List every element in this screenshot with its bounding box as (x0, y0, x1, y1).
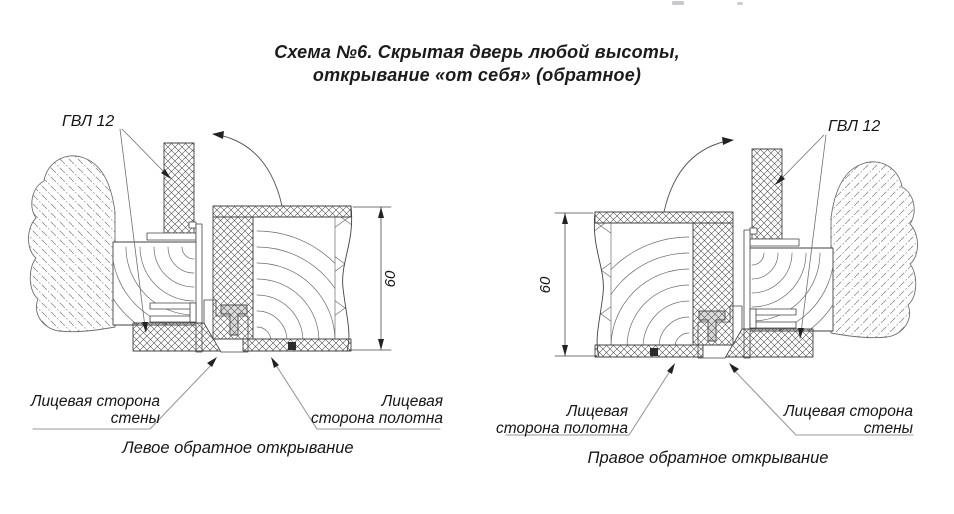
caption-right: Правое обратное открывание (588, 449, 829, 467)
right-diagram-labels: ГВЛ 12 60 Лицевая сторона полотна Лицева… (496, 118, 914, 467)
dimension-value-left: 60 (382, 270, 399, 287)
top-edge-artifact (672, 1, 743, 5)
leaf-face-label-right-line2: сторона полотна (496, 420, 628, 437)
leaf-edge-band (212, 216, 254, 340)
wall-face-leader (32, 357, 217, 430)
dimension-line (348, 206, 392, 351)
caption-left: Левое обратное открывание (121, 439, 353, 457)
swing-arc (212, 131, 283, 207)
drawing-title-line1: Схема №6. Скрытая дверь любой высоты, (274, 42, 680, 62)
wall-face-label-right-line1: Лицевая сторона (783, 403, 914, 420)
honeycomb-core (335, 217, 352, 339)
gvl-label-left: ГВЛ 12 (62, 113, 114, 130)
wall-face-label-left-line1: Лицевая сторона (30, 393, 161, 410)
door-section-drawing (28, 128, 441, 430)
leaf-face-leader (271, 357, 441, 430)
gvl-vertical-strip (163, 142, 195, 234)
wall-face-label-left-line2: стены (111, 410, 161, 427)
door-leaf (212, 205, 353, 352)
wall-face-label-right-line2: стены (864, 420, 914, 437)
wall-section (28, 155, 116, 333)
leaf-break-edge (342, 205, 353, 352)
gvl-leader-lines (119, 128, 171, 333)
gvl-label-right: ГВЛ 12 (828, 118, 880, 135)
door-section-drawing-mirrored (506, 135, 918, 435)
drawing-title-line2: открывание «от себя» (обратное) (312, 65, 642, 85)
aluminum-profile (146, 221, 203, 353)
leaf-face-label-right-line1: Лицевая (566, 403, 628, 420)
leaf-top-band (212, 205, 352, 218)
leaf-bottom-band (242, 338, 352, 352)
leaf-face-label-left-line1: Лицевая (381, 393, 443, 410)
leaf-face-label-left-line2: сторона полотна (311, 410, 443, 427)
leaf-wood-layer (252, 216, 336, 340)
leaf-dark-seal (288, 342, 296, 350)
left-diagram-labels: ГВЛ 12 60 Лицевая сторона стены Лицевая … (30, 113, 444, 457)
dimension-value-right: 60 (537, 276, 554, 293)
drawing-title: Схема №6. Скрытая дверь любой высоты, от… (0, 41, 954, 87)
